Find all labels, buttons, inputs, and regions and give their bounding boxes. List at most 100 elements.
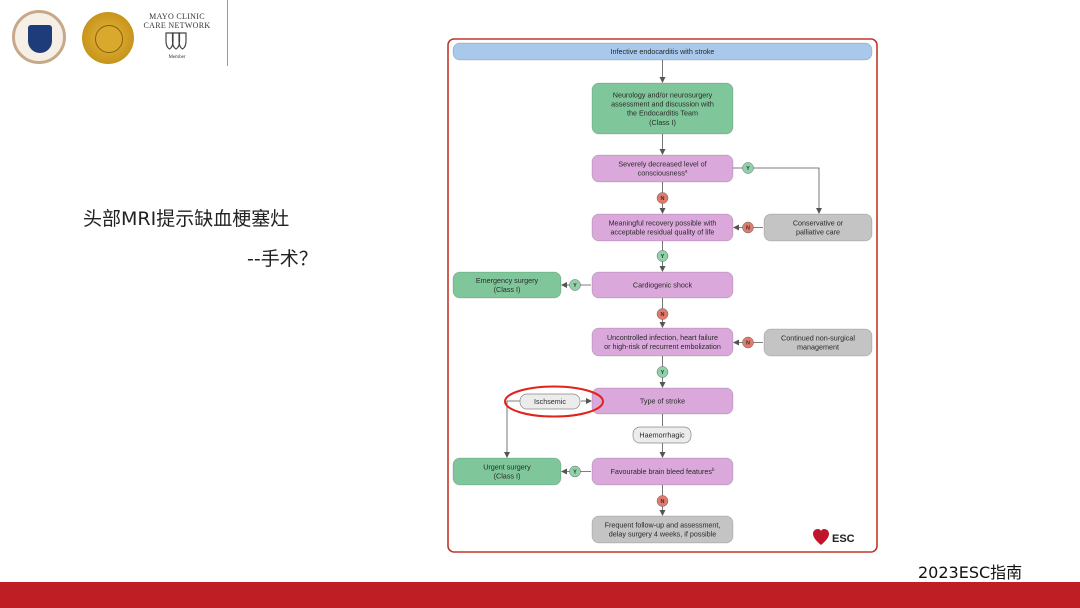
no-badge-shock: N	[656, 308, 669, 320]
ischsemic-label: Ischsemic	[519, 393, 581, 410]
no-badge-recovery-circle	[742, 221, 754, 234]
yes-badge-shock-text: Y	[573, 283, 577, 289]
title-banner: Infective endocarditis with stroke	[452, 42, 873, 61]
conservative-care-box-text: Conservative or	[793, 219, 844, 228]
yes-badge-recovery: Y	[656, 250, 669, 262]
zum-university-logo	[12, 10, 66, 64]
conservative-care-box-text: palliative care	[796, 228, 840, 237]
stroke-type-box: Type of stroke	[591, 387, 734, 415]
non-surgical-box-text: Continued non-surgical	[781, 334, 855, 343]
mayo-clinic-label: MAYO CLINIC	[149, 12, 205, 21]
university-shield-icon	[28, 25, 52, 53]
source-citation: 2023ESC指南	[918, 563, 1023, 582]
no-badge-uncontrolled-text: N	[746, 341, 750, 347]
consciousness-box-text: Severely decreased level of	[618, 160, 706, 169]
esc-logo: ESC	[813, 529, 855, 545]
consciousness-box-shape	[591, 154, 734, 183]
uncontrolled-infection-box-text: Uncontrolled infection, heart failure	[607, 333, 718, 342]
member-label: Member	[168, 55, 186, 60]
no-badge-recovery-text: N	[746, 226, 750, 232]
esc-logo-text: ESC	[832, 533, 855, 545]
haemorrhagic-label-shape	[632, 426, 692, 444]
non-surgical-box-text: management	[797, 343, 839, 352]
yes-badge-consciousness-text: Y	[746, 166, 750, 172]
esc-heart-icon	[813, 529, 829, 545]
neuro-assessment-box-text: assessment and discussion with	[611, 100, 714, 109]
haemorrhagic-label: Haemorrhagic	[632, 426, 692, 444]
emergency-surgery-box-shape	[452, 271, 562, 299]
conservative-care-box-shape	[763, 213, 873, 242]
stroke-type-box-shape	[591, 387, 734, 415]
consciousness-box: Severely decreased level ofconsciousness…	[591, 154, 734, 183]
favourable-bleed-box: Favourable brain bleed featuresb	[591, 457, 734, 486]
cardiogenic-shock-box-shape	[591, 271, 734, 299]
non-surgical-box-shape	[763, 328, 873, 357]
neuro-assessment-box-shape	[591, 82, 734, 135]
ischsemic-label-shape	[519, 393, 581, 410]
yes-badge-favourable-circle	[569, 465, 581, 478]
yes-badge-recovery-circle	[656, 250, 669, 262]
recovery-box-shape	[591, 213, 734, 242]
neuro-assessment-box-text: Neurology and/or neurosurgery	[613, 90, 713, 99]
emergency-surgery-box: Emergency surgery(Class I)	[452, 271, 562, 299]
footer-bar	[0, 582, 1080, 608]
no-badge-uncontrolled-circle	[742, 336, 754, 349]
urgent-surgery-box-text: Urgent surgery	[483, 463, 531, 472]
yes-badge-uncontrolled: Y	[656, 366, 669, 378]
yes-badge-shock-circle	[569, 279, 581, 291]
no-badge-consciousness: N	[656, 192, 669, 204]
yes-badge-consciousness-circle	[742, 162, 754, 174]
yes-badge-uncontrolled-circle	[656, 366, 669, 378]
no-badge-recovery: N	[742, 221, 754, 234]
yes-badge-favourable-text: Y	[573, 470, 577, 476]
no-badge-shock-text: N	[661, 312, 665, 318]
ischsemic-highlight-circle	[504, 385, 604, 418]
seal-center-icon	[95, 25, 123, 53]
ischsemic-label-text: Ischsemic	[534, 397, 566, 406]
no-badge-consciousness-circle	[656, 192, 669, 204]
no-badge-favourable-text: N	[661, 499, 665, 505]
emergency-surgery-box-text: Emergency surgery	[476, 276, 539, 285]
flowchart-svg: Infective endocarditis with strokeNeurol…	[447, 38, 878, 553]
hospital-gold-seal-logo	[82, 12, 134, 64]
recovery-box-text: acceptable residual quality of life	[611, 228, 715, 237]
neuro-assessment-box: Neurology and/or neurosurgeryassessment …	[591, 82, 734, 135]
uncontrolled-infection-box: Uncontrolled infection, heart failureor …	[591, 327, 734, 357]
neuro-assessment-box-text: the Endocarditis Team	[627, 109, 698, 118]
arrow-consciousness-conservative	[733, 167, 822, 214]
mayo-shields-icon	[165, 32, 187, 50]
urgent-surgery-box: Urgent surgery(Class I)	[452, 457, 562, 486]
mri-finding-note: 头部MRI提示缺血梗塞灶	[83, 208, 290, 230]
no-badge-consciousness-text: N	[661, 196, 665, 202]
recovery-box-text: Meaningful recovery possible with	[609, 219, 717, 228]
favourable-bleed-box-shape	[591, 457, 734, 486]
follow-up-box-shape	[591, 515, 734, 544]
follow-up-box: Frequent follow-up and assessment,delay …	[591, 515, 734, 544]
urgent-surgery-box-text: (Class I)	[494, 472, 521, 481]
no-badge-favourable: N	[656, 495, 669, 507]
surgery-question-note: --手术？	[247, 248, 318, 270]
cardiogenic-shock-box-text: Cardiogenic shock	[633, 281, 693, 290]
yes-badge-uncontrolled-text: Y	[661, 370, 665, 376]
neuro-assessment-box-text: (Class I)	[649, 118, 676, 127]
yes-badge-consciousness: Y	[742, 162, 754, 174]
care-network-label: CARE NETWORK	[143, 21, 211, 30]
no-badge-shock-circle	[656, 308, 669, 320]
yes-badge-shock: Y	[569, 279, 581, 291]
title-banner-text: Infective endocarditis with stroke	[611, 47, 715, 56]
title-banner-shape	[452, 42, 873, 61]
stroke-type-box-text: Type of stroke	[640, 397, 685, 406]
consciousness-box-text: consciousnessa	[638, 169, 688, 178]
yes-badge-favourable: Y	[569, 465, 581, 478]
uncontrolled-infection-box-text: or high-risk of recurrent embolization	[604, 342, 721, 351]
flow-nodes: Infective endocarditis with strokeNeurol…	[452, 42, 873, 544]
yes-badge-recovery-text: Y	[661, 254, 665, 260]
header-divider	[227, 0, 228, 66]
urgent-surgery-box-shape	[452, 457, 562, 486]
follow-up-box-text: delay surgery 4 weeks, if possible	[609, 530, 716, 539]
recovery-box: Meaningful recovery possible withaccepta…	[591, 213, 734, 242]
no-badge-favourable-circle	[656, 495, 669, 507]
